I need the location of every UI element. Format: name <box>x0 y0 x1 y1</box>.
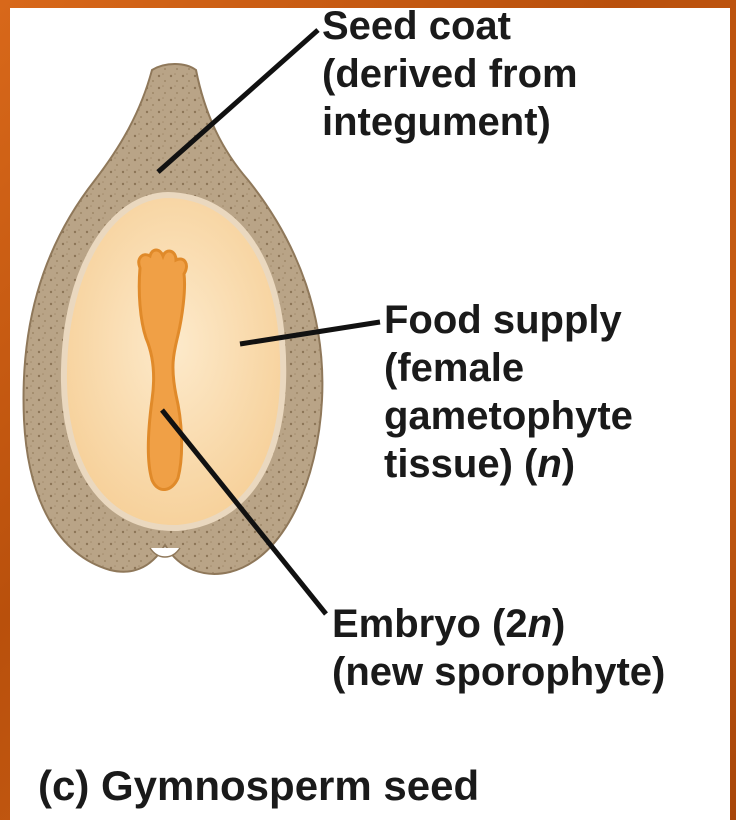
embryo-ploidy-italic: n <box>528 602 552 646</box>
seed-coat-label-line: Seed coat <box>322 2 578 50</box>
embryo-label-line: (new sporophyte) <box>332 648 665 696</box>
food-ploidy-italic: n <box>537 442 561 486</box>
seed-coat-label-line: integument) <box>322 98 578 146</box>
seed-coat-label-line: (derived from <box>322 50 578 98</box>
food-supply-label-line: gametophyte <box>384 392 633 440</box>
embryo-ploidy-prefix: Embryo (2 <box>332 602 528 646</box>
figure-caption: (c) Gymnosperm seed <box>38 762 479 810</box>
embryo-label: Embryo (2n) (new sporophyte) <box>332 600 665 696</box>
food-supply-label-line: Food supply <box>384 296 633 344</box>
food-ploidy-prefix: tissue) ( <box>384 442 537 486</box>
embryo-ploidy-suffix: ) <box>552 602 565 646</box>
food-supply-label: Food supply (female gametophyte tissue) … <box>384 296 633 488</box>
food-supply-label-line: (female <box>384 344 633 392</box>
food-ploidy-suffix: ) <box>562 442 575 486</box>
food-supply-label-line: tissue) (n) <box>384 440 633 488</box>
embryo-label-line: Embryo (2n) <box>332 600 665 648</box>
seed-coat-label: Seed coat (derived from integument) <box>322 2 578 146</box>
